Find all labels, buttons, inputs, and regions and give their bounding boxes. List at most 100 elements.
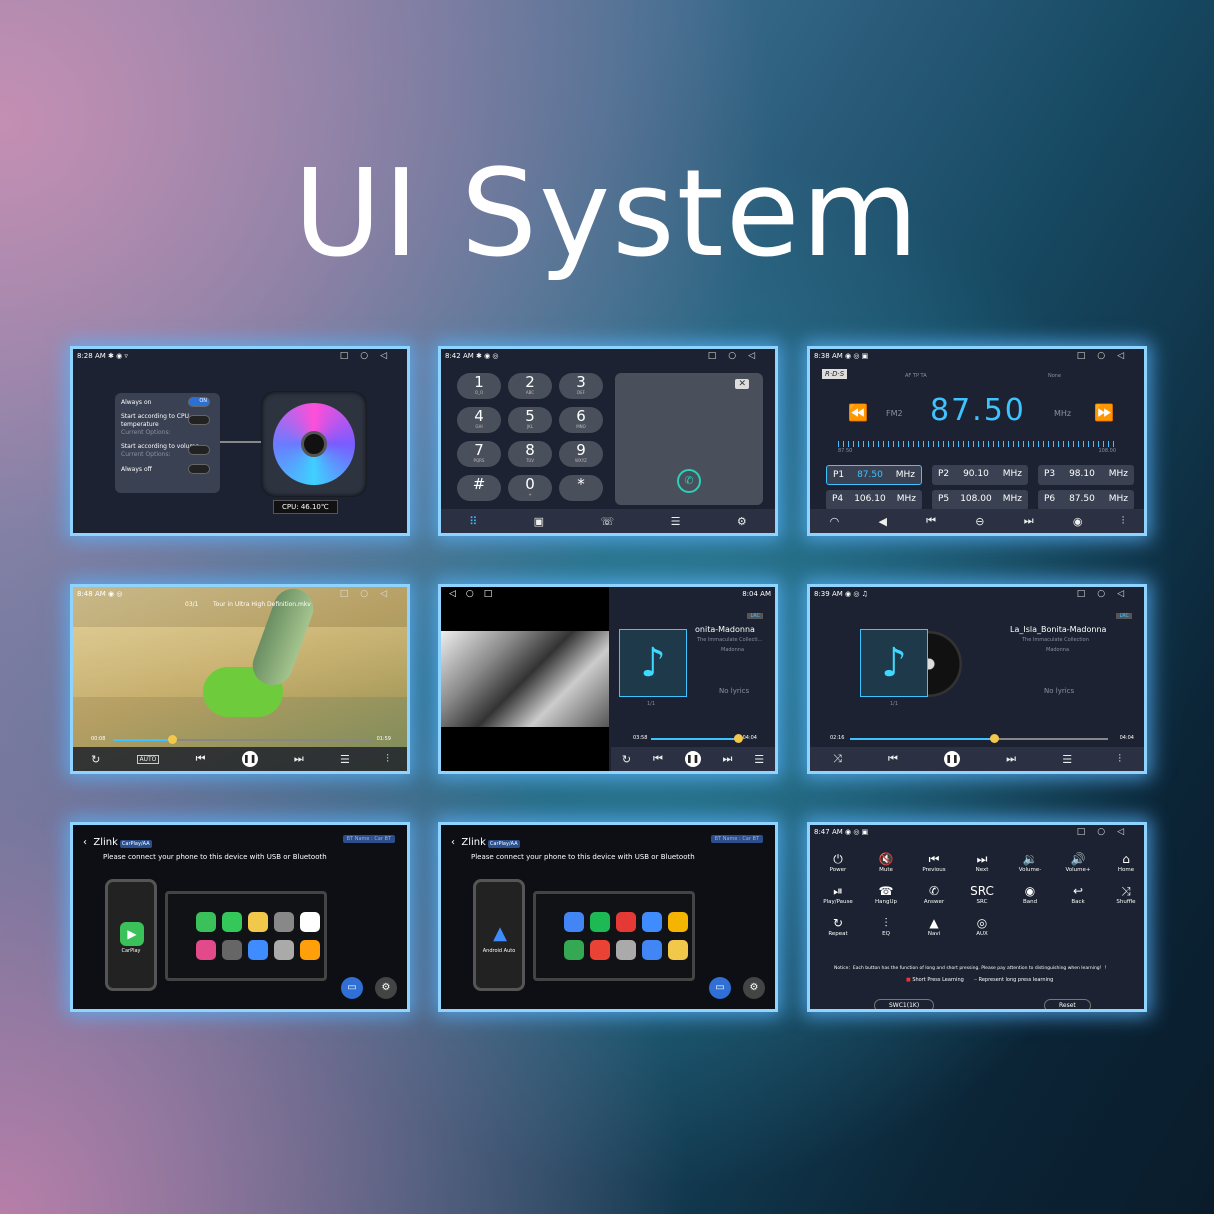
seek-forward-icon[interactable]: ⏩ xyxy=(1094,403,1114,422)
swc-button[interactable]: ▲Navi xyxy=(912,915,956,937)
toggle[interactable] xyxy=(188,445,210,456)
gear-icon[interactable]: ⚙ xyxy=(375,977,397,999)
toggle-on[interactable]: ON xyxy=(188,397,210,407)
seek-knob[interactable] xyxy=(168,735,178,744)
app-icon[interactable] xyxy=(642,912,662,932)
toggle[interactable] xyxy=(188,463,210,474)
app-icon[interactable] xyxy=(300,940,320,960)
contacts-icon[interactable]: ▣ xyxy=(533,514,545,528)
seek-knob[interactable] xyxy=(734,734,744,743)
swc-button[interactable]: ⤨Shuffle xyxy=(1104,883,1144,905)
cast-icon[interactable]: ▭ xyxy=(341,977,363,999)
next-icon[interactable]: ⏭ xyxy=(293,752,304,765)
previous-icon[interactable]: ⏮ xyxy=(926,514,937,527)
swc-button[interactable]: ⏮Previous xyxy=(912,851,956,873)
next-icon[interactable]: ⏭ xyxy=(722,752,733,765)
dialpad-icon[interactable]: ⠿ xyxy=(469,514,478,528)
toggle[interactable] xyxy=(188,415,210,426)
previous-icon[interactable]: ⏮ xyxy=(652,752,663,765)
playlist-icon[interactable]: ☰ xyxy=(1062,752,1073,766)
app-icon[interactable] xyxy=(248,912,268,932)
lrc-badge[interactable]: LRC xyxy=(747,613,763,619)
dial-key[interactable]: # xyxy=(457,475,501,501)
app-icon[interactable] xyxy=(196,940,216,960)
app-icon[interactable] xyxy=(616,940,636,960)
previous-icon[interactable]: ⏮ xyxy=(888,752,898,765)
app-icon[interactable] xyxy=(590,912,610,932)
nav-buttons[interactable]: □○◁ xyxy=(1076,827,1136,837)
swc-button[interactable]: 🔊Volume+ xyxy=(1056,851,1100,873)
repeat-icon[interactable]: ↻ xyxy=(621,752,632,766)
swc-select[interactable]: SWC1(1K) xyxy=(874,999,935,1009)
seek-bar[interactable] xyxy=(651,734,744,743)
lrc-badge[interactable]: LRC xyxy=(1116,613,1132,619)
swc-button[interactable]: ↩Back xyxy=(1056,883,1100,905)
app-icon[interactable] xyxy=(274,940,294,960)
call-log-icon[interactable]: ☏ xyxy=(600,514,615,528)
app-icon[interactable] xyxy=(564,912,584,932)
opt-always-off[interactable]: Always off xyxy=(121,463,214,474)
back-icon[interactable]: ‹ xyxy=(83,837,87,848)
swc-button[interactable]: ⫶EQ xyxy=(864,915,908,937)
auto-button[interactable]: AUTO xyxy=(136,754,160,764)
rss-icon[interactable]: ◠ xyxy=(829,514,840,528)
app-icon[interactable] xyxy=(222,912,242,932)
swc-button[interactable]: ⌂Home xyxy=(1104,851,1144,873)
back-icon[interactable]: ‹ xyxy=(451,837,455,848)
seek-knob[interactable] xyxy=(990,734,1000,743)
swc-button[interactable]: 🔉Volume- xyxy=(1008,851,1052,873)
repeat-icon[interactable]: ↻ xyxy=(91,752,101,766)
nav-buttons[interactable]: □○◁ xyxy=(339,589,399,599)
app-icon[interactable] xyxy=(274,912,294,932)
dial-key[interactable]: 0+ xyxy=(508,475,552,501)
music-list-icon[interactable]: ☰ xyxy=(670,514,681,528)
swc-button[interactable]: ☎HangUp xyxy=(864,883,908,905)
freq-scale[interactable] xyxy=(838,441,1118,447)
app-icon[interactable] xyxy=(248,940,268,960)
swc-button[interactable]: ◎AUX xyxy=(960,915,1004,937)
nav-buttons[interactable]: □○◁ xyxy=(1076,351,1136,361)
seek-back-icon[interactable]: ⏪ xyxy=(848,403,868,422)
next-icon[interactable]: ⏭ xyxy=(1006,752,1017,765)
app-icon[interactable] xyxy=(590,940,610,960)
speaker-icon[interactable]: ◀ xyxy=(878,514,887,528)
search-icon[interactable]: ⊖ xyxy=(975,514,985,528)
app-icon[interactable] xyxy=(616,912,636,932)
equalizer-icon[interactable]: ⫶ xyxy=(1118,752,1121,765)
playlist-icon[interactable]: ☰ xyxy=(754,752,765,766)
dial-key[interactable]: * xyxy=(559,475,603,501)
previous-icon[interactable]: ⏮ xyxy=(195,752,206,765)
cast-icon[interactable]: ▭ xyxy=(709,977,731,999)
app-icon[interactable] xyxy=(564,940,584,960)
app-icon[interactable] xyxy=(300,912,320,932)
gear-icon[interactable]: ⚙ xyxy=(743,977,765,999)
seek-bar[interactable] xyxy=(850,734,1108,743)
pause-icon[interactable]: ❚❚ xyxy=(944,751,961,767)
swc-button[interactable]: ⏯Play/Pause xyxy=(816,883,860,905)
swc-button[interactable]: ⏭Next xyxy=(960,851,1004,873)
pause-icon[interactable]: ❚❚ xyxy=(684,751,701,767)
app-icon[interactable] xyxy=(668,912,688,932)
swc-button[interactable]: ◉Band xyxy=(1008,883,1052,905)
nav-buttons[interactable]: □○◁ xyxy=(707,351,767,361)
app-icon[interactable] xyxy=(668,940,688,960)
equalizer-icon[interactable]: ⫶ xyxy=(386,752,389,765)
